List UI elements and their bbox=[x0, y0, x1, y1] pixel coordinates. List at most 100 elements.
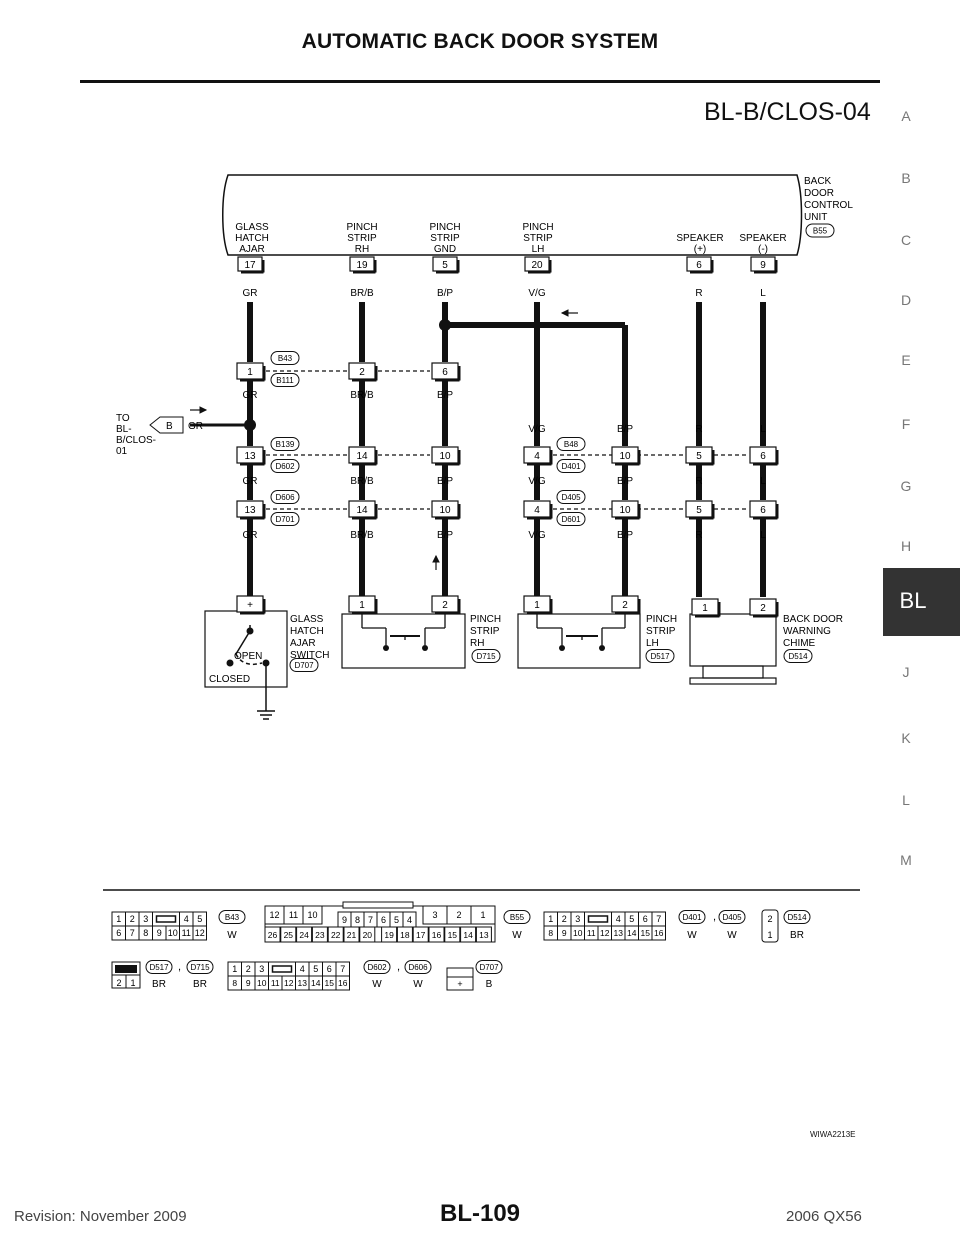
svg-text:4: 4 bbox=[300, 964, 305, 974]
terminal-labels: GLASS HATCH AJAR PINCH STRIP RH PINCH ST… bbox=[235, 222, 786, 255]
svg-text:3: 3 bbox=[575, 914, 580, 924]
svg-text:22: 22 bbox=[331, 930, 341, 940]
connector-color-label: BR bbox=[790, 930, 804, 941]
chime-pin-2: 2 bbox=[749, 598, 779, 618]
section-letter-e[interactable]: E bbox=[901, 352, 911, 368]
svg-text:1: 1 bbox=[548, 914, 553, 924]
svg-text:9: 9 bbox=[342, 915, 347, 925]
header-rule bbox=[80, 80, 880, 83]
svg-text:6: 6 bbox=[116, 928, 121, 938]
section-letter-l[interactable]: L bbox=[902, 792, 910, 808]
connector-tag-d606: D606 bbox=[270, 490, 300, 504]
section-letter-c[interactable]: C bbox=[900, 232, 912, 248]
section-letter-g[interactable]: G bbox=[900, 478, 912, 494]
splice-point-gr bbox=[244, 419, 256, 431]
section-letter-k[interactable]: K bbox=[901, 730, 911, 746]
wire-color-label: B/P bbox=[437, 390, 453, 401]
svg-text:5: 5 bbox=[313, 964, 318, 974]
wire-color-label: BR/B bbox=[350, 288, 374, 299]
connector-dash-links bbox=[266, 370, 747, 510]
connector-tag-d405: D405 bbox=[556, 490, 586, 504]
svg-text:16: 16 bbox=[654, 928, 664, 938]
svg-text:24: 24 bbox=[299, 930, 309, 940]
svg-text:15: 15 bbox=[641, 928, 651, 938]
connector-tag-d514: D514 bbox=[783, 649, 813, 663]
page-title: AUTOMATIC BACK DOOR SYSTEM bbox=[301, 30, 659, 53]
connector-color-label: W bbox=[512, 930, 522, 941]
to-reference: TO BL- B/CLOS- 01 B GR bbox=[116, 413, 203, 457]
connector-tag-b48: B48 bbox=[556, 437, 586, 451]
section-letter-m[interactable]: M bbox=[900, 852, 912, 868]
svg-text:B/CLOS-: B/CLOS- bbox=[116, 435, 156, 446]
connector-color-label: W bbox=[413, 979, 423, 990]
row2-pin: 10 bbox=[431, 446, 461, 466]
glass-hatch-ajar-switch: OPEN CLOSED GLASS HATCH AJAR SWITCH bbox=[204, 610, 329, 720]
svg-text:4: 4 bbox=[616, 914, 621, 924]
section-letter-j[interactable]: J bbox=[902, 664, 910, 680]
svg-text:B43: B43 bbox=[225, 913, 240, 922]
pin-number: 4 bbox=[534, 505, 540, 516]
wire-color-label: BR/B bbox=[350, 530, 374, 541]
svg-text:PINCH: PINCH bbox=[470, 614, 501, 625]
cu-terminal-pin: 6 bbox=[686, 256, 714, 274]
wire-color-label: GR bbox=[243, 476, 258, 487]
svg-text:D707: D707 bbox=[294, 661, 314, 670]
wire-color-label: BR/B bbox=[350, 476, 374, 487]
pinch-lh-pin-1: 1 bbox=[523, 595, 553, 615]
wire-color-label: GR bbox=[243, 288, 258, 299]
svg-text:TO: TO bbox=[116, 413, 130, 424]
svg-text:D405: D405 bbox=[722, 913, 742, 922]
row3-pin: 5 bbox=[685, 500, 715, 520]
row2-pin: 10 bbox=[611, 446, 641, 466]
svg-text:14: 14 bbox=[463, 930, 473, 940]
pin-number: 6 bbox=[760, 451, 766, 462]
section-letter-b[interactable]: B bbox=[901, 170, 911, 186]
section-letter-h[interactable]: H bbox=[900, 538, 912, 554]
active-section-label: BL bbox=[899, 588, 927, 613]
svg-text:2: 2 bbox=[246, 964, 251, 974]
svg-text:19: 19 bbox=[384, 930, 394, 940]
section-letter-a[interactable]: A bbox=[901, 108, 911, 124]
active-section-tab[interactable]: BL bbox=[883, 568, 960, 636]
svg-text:11: 11 bbox=[587, 928, 596, 938]
wire-color-label: B/P bbox=[617, 476, 633, 487]
wire-color-label: V/G bbox=[528, 530, 545, 541]
connector-color-label: BR bbox=[152, 979, 166, 990]
cu-name-line3: CONTROL bbox=[804, 200, 853, 211]
svg-text:6: 6 bbox=[381, 915, 386, 925]
svg-text:5: 5 bbox=[197, 914, 202, 924]
pinch-lh-pin-2: 2 bbox=[611, 595, 641, 615]
pin-number: 1 bbox=[247, 367, 253, 378]
svg-text:3: 3 bbox=[432, 910, 437, 920]
svg-text:STRIP: STRIP bbox=[430, 233, 460, 244]
svg-text:LH: LH bbox=[646, 638, 659, 649]
pin-number: 1 bbox=[534, 600, 540, 611]
section-letter-f[interactable]: F bbox=[901, 416, 911, 432]
svg-text:3: 3 bbox=[259, 964, 264, 974]
svg-text:D517: D517 bbox=[650, 652, 670, 661]
svg-text:(-): (-) bbox=[758, 244, 768, 255]
pin-number: 5 bbox=[696, 451, 702, 462]
diagram-labels: 17GR19BR/B5B/P20V/G6R9L1GR2BR/B6B/PB43B1… bbox=[111, 256, 813, 991]
connector-tag-b43: B43 bbox=[270, 351, 300, 365]
connector-tag-d602-view: D602 bbox=[363, 960, 391, 974]
wire-color-label: L bbox=[760, 424, 766, 435]
section-letter-d[interactable]: D bbox=[900, 292, 912, 308]
connector-view-d514: 21 bbox=[761, 909, 779, 943]
connector-tag-d601: D601 bbox=[556, 512, 586, 526]
svg-text:+: + bbox=[457, 979, 462, 989]
svg-text:11: 11 bbox=[289, 910, 298, 920]
svg-text:PINCH: PINCH bbox=[429, 222, 460, 233]
svg-text:8: 8 bbox=[355, 915, 360, 925]
svg-text:D606: D606 bbox=[275, 493, 295, 502]
wire-color-label: R bbox=[695, 424, 702, 435]
wire-color-label: L bbox=[760, 476, 766, 487]
svg-text:B48: B48 bbox=[564, 440, 579, 449]
connector-color-label: B bbox=[486, 979, 493, 990]
svg-text:2: 2 bbox=[562, 914, 567, 924]
pin-number: 17 bbox=[244, 260, 256, 271]
row3-pin: 4 bbox=[523, 500, 553, 520]
